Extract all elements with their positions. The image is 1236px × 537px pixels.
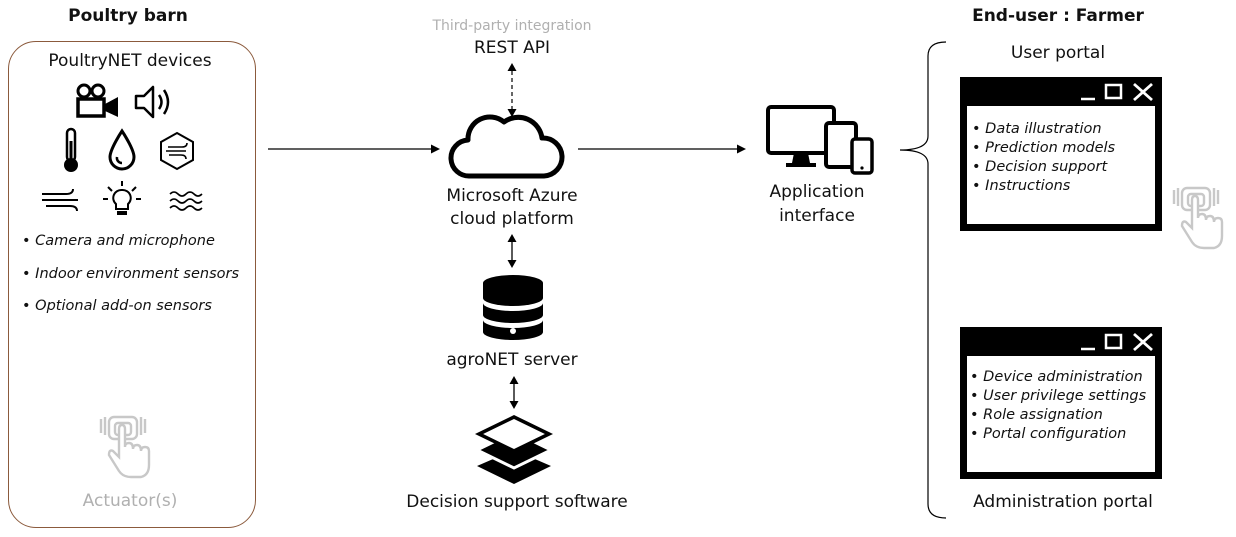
barn-container [8, 41, 256, 528]
devices-title: PoultryNET devices [48, 51, 212, 71]
wind-icon [42, 188, 78, 212]
cloud-line2: cloud platform [450, 209, 574, 229]
user-portal-content: • Data illustration • Prediction models … [967, 106, 1155, 224]
barn-bullet-1: • Camera and microphone [22, 233, 215, 249]
list-item: • Decision support [972, 159, 1108, 175]
window-maximize-icon [1104, 83, 1123, 100]
cloud-line1: Microsoft Azure [446, 186, 578, 206]
user-portal-window: • Data illustration • Prediction models … [960, 77, 1162, 231]
layers-icon [473, 415, 555, 484]
water-waves-icon [169, 191, 203, 211]
app-line1: Application [769, 182, 865, 202]
user-portal-list: • Data illustration • Prediction models … [972, 120, 1115, 196]
barn-bullet-2-text: Indoor environment sensors [35, 266, 240, 282]
enduser-title: End-user : Farmer [972, 6, 1144, 26]
barn-bullet-3-text: Optional add-on sensors [35, 298, 212, 314]
admin-item-3: Role assignation [983, 407, 1103, 423]
water-drop-icon [108, 128, 136, 171]
arrow-server-to-dss [509, 376, 519, 409]
admin-portal-list: • Device administration • User privilege… [970, 368, 1146, 444]
thermometer-icon [64, 127, 78, 172]
list-item: • Role assignation [970, 407, 1103, 423]
admin-item-4: Portal configuration [983, 426, 1127, 442]
user-item-2: Prediction models [985, 140, 1116, 156]
arrow-barn-to-cloud [268, 144, 440, 154]
admin-portal-content: • Device administration • User privilege… [967, 356, 1155, 472]
list-item: • Device administration [970, 369, 1143, 385]
brace [899, 41, 947, 519]
window-close-icon [1133, 82, 1153, 102]
barn-bullet-3: • Optional add-on sensors [22, 298, 212, 314]
list-item: • Prediction models [972, 140, 1116, 156]
database-icon [483, 275, 543, 340]
window-close-icon [1133, 332, 1153, 352]
cloud-icon [448, 114, 565, 179]
devices-icon [766, 105, 874, 175]
third-party-label: Third-party integration [432, 18, 592, 34]
admin-item-2: User privilege settings [983, 388, 1147, 404]
user-item-3: Decision support [985, 159, 1108, 175]
admin-portal-window: • Device administration • User privilege… [960, 327, 1162, 479]
barn-bullet-2: • Indoor environment sensors [22, 266, 240, 282]
window-minimize-icon [1081, 97, 1095, 101]
window-minimize-icon [1081, 347, 1095, 351]
window-maximize-icon [1104, 333, 1123, 350]
barn-bullet-1-text: Camera and microphone [35, 233, 215, 249]
list-item: • Portal configuration [970, 426, 1127, 442]
dss-label: Decision support software [406, 492, 628, 512]
arrow-rest-to-cloud [507, 63, 517, 117]
server-label: agroNET server [446, 350, 578, 370]
arrow-cloud-to-app [578, 144, 746, 154]
user-portal-title: User portal [1010, 43, 1106, 63]
list-item: • Instructions [972, 178, 1071, 194]
user-item-4: Instructions [985, 178, 1071, 194]
admin-item-1: Device administration [983, 369, 1143, 385]
list-item: • User privilege settings [970, 388, 1147, 404]
video-camera-icon [76, 83, 118, 118]
touch-hand-icon [1172, 186, 1224, 250]
rest-api-label: REST API [473, 38, 551, 58]
touch-hand-icon [99, 415, 151, 479]
admin-portal-title: Administration portal [973, 492, 1153, 512]
app-line2: interface [779, 206, 855, 226]
arrow-cloud-to-server [507, 234, 517, 268]
barn-title: Poultry barn [68, 6, 188, 26]
user-item-1: Data illustration [985, 121, 1102, 137]
air-quality-icon [160, 131, 194, 171]
light-bulb-icon [103, 181, 141, 215]
speaker-icon [134, 85, 170, 119]
list-item: • Data illustration [972, 121, 1102, 137]
actuator-label: Actuator(s) [82, 491, 178, 511]
